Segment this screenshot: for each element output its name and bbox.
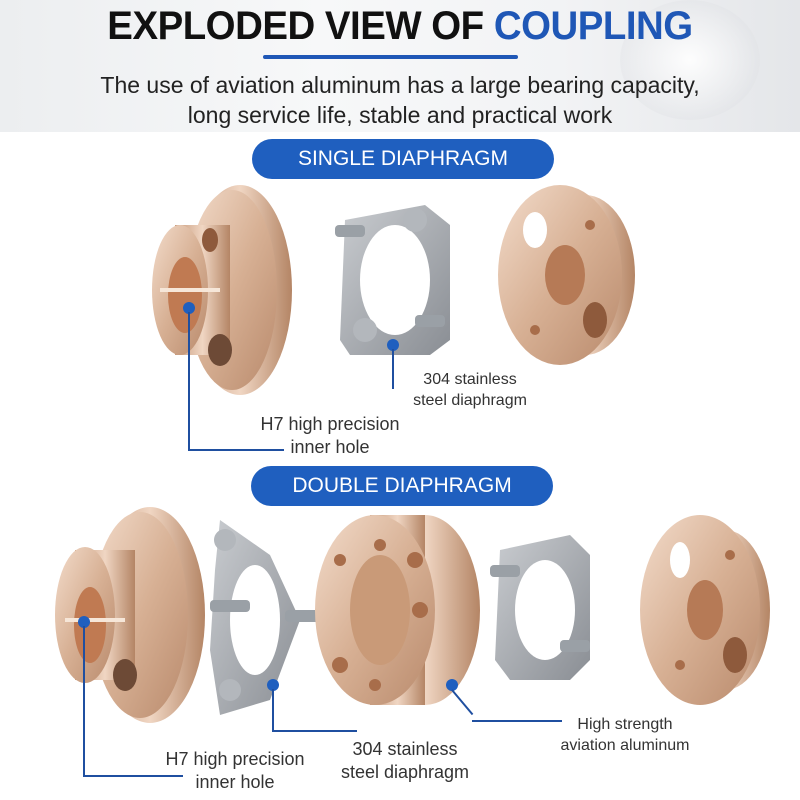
callout-dot-diaphragm [387,339,399,351]
leader-diaphragm-v [272,689,274,731]
flange-hub-right [640,515,770,705]
subtitle-line-2: long service life, stable and practical … [187,102,613,128]
callout-dot-aluminum [446,679,458,691]
steel-diaphragm-b [490,535,590,680]
single-diaphragm-illustration [152,185,635,395]
header-background [0,0,800,132]
callout-dot-inner-hole [183,302,195,314]
double-diaphragm-label: 304 stainless steel diaphragm [340,739,470,782]
aluminum-spacer [315,515,480,705]
callout-dot-diaphragm [267,679,279,691]
double-aluminum-label: High strength aviation aluminum [560,716,690,754]
leader-inner-hole-h [188,449,284,451]
leader-diaphragm-h [272,730,357,732]
subtitle: The use of aviation aluminum has a large… [0,70,800,130]
single-diaphragm-badge: SINGLE DIAPHRAGM [252,139,554,179]
steel-diaphragm-a [210,520,325,715]
clamp-hub-left [152,185,292,395]
page-title: EXPLODED VIEW OF COUPLING [16,4,784,49]
leader-aluminum-h [472,720,562,722]
double-diaphragm-illustration [55,507,770,723]
double-diaphragm-badge: DOUBLE DIAPHRAGM [251,466,553,506]
title-accent: COUPLING [493,4,693,48]
title-underline [263,55,518,59]
leader-inner-hole-h [83,775,183,777]
steel-diaphragm-single [335,205,450,355]
subtitle-line-1: The use of aviation aluminum has a large… [100,72,700,98]
double-inner-hole-label: H7 high precision inner hole [165,749,305,792]
leader-inner-hole-v [188,312,190,450]
title-prefix: EXPLODED VIEW OF [107,4,494,48]
single-inner-hole-label: H7 high precision inner hole [260,414,400,457]
leader-inner-hole-v [83,626,85,776]
flange-hub-right [498,185,635,365]
callout-dot-inner-hole [78,616,90,628]
single-diaphragm-label: 304 stainless steel diaphragm [413,371,527,409]
leader-diaphragm [392,349,394,389]
clamp-hub-left [55,507,205,723]
